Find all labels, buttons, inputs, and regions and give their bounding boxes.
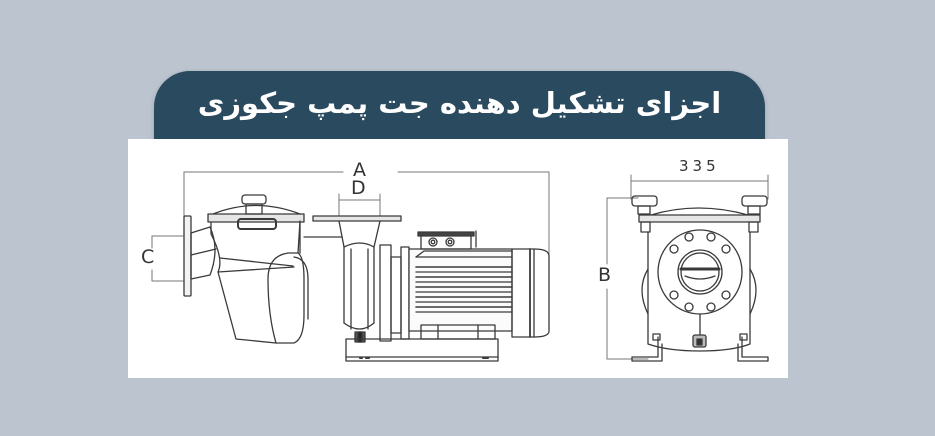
dimension-label-c: C	[141, 246, 155, 268]
page-title: اجزای تشکیل دهنده جت پمپ جکوزی	[197, 86, 722, 120]
motor-drawing	[408, 230, 550, 340]
dimension-c-line	[151, 235, 184, 282]
title-banner: اجزای تشکیل دهنده جت پمپ جکوزی	[154, 71, 765, 141]
dimension-label-d: D	[351, 177, 366, 199]
dimension-label-width: 335	[679, 157, 720, 175]
pump-technical-drawing	[151, 171, 769, 362]
dimension-a-line	[183, 171, 550, 257]
dimension-d-line	[338, 193, 381, 218]
flange-bolt-holes	[669, 232, 731, 312]
front-view-drawing	[606, 174, 769, 362]
dimension-label-b: B	[598, 264, 612, 286]
dimension-label-a: A	[353, 159, 366, 181]
side-view-drawing	[151, 171, 550, 362]
pump-diagram-panel: A D C 335 B	[128, 139, 788, 378]
